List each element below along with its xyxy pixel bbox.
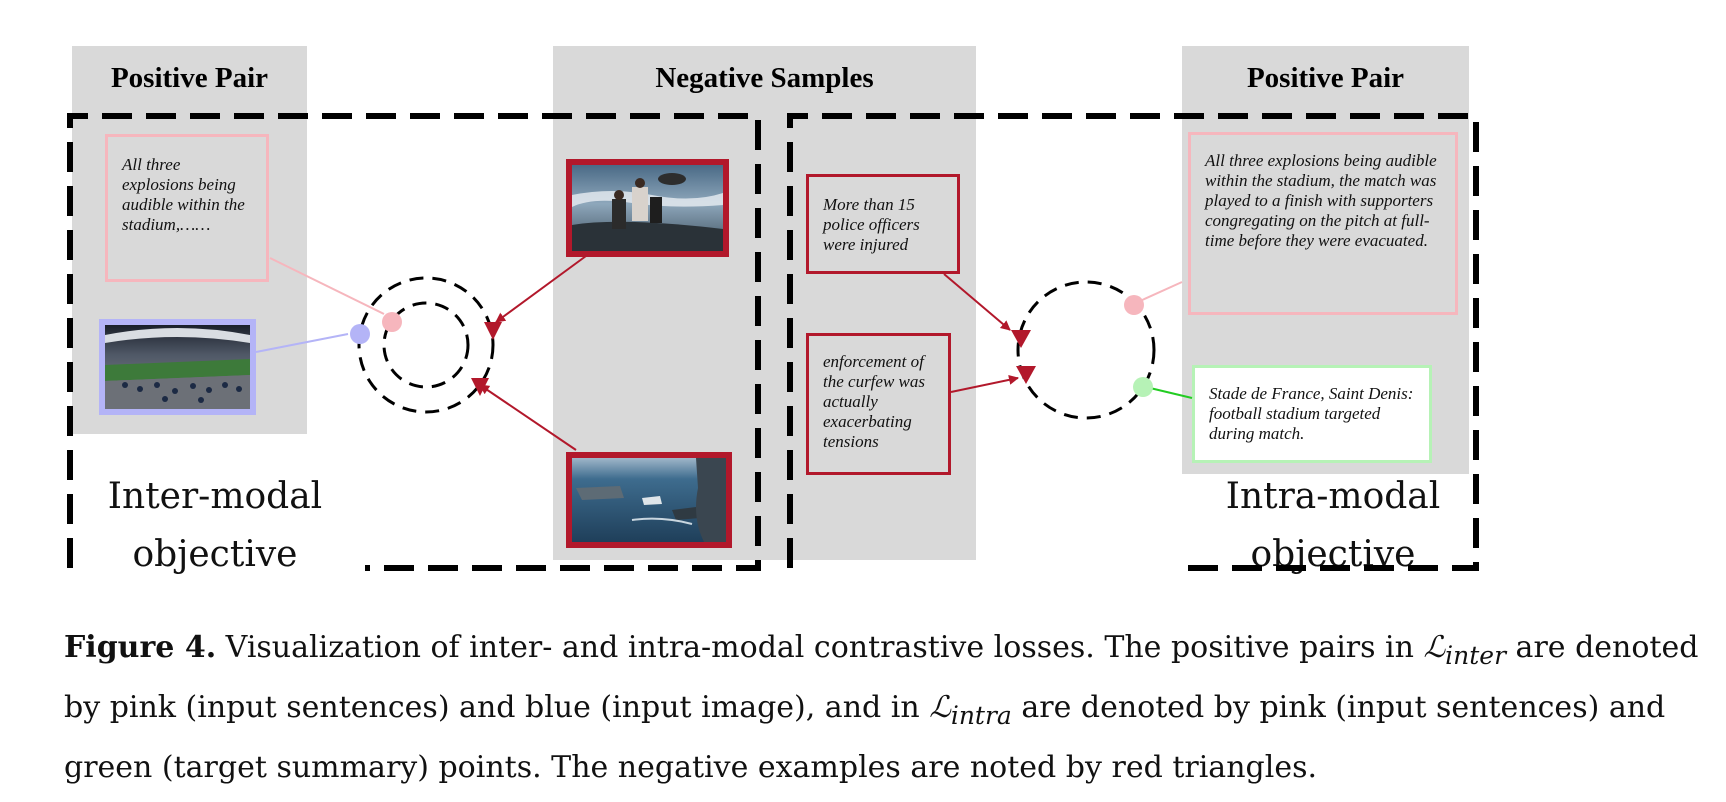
center-panel-title: Negative Samples: [655, 62, 874, 94]
negative-image-boats: [566, 452, 732, 548]
inter-inner-circle: [382, 301, 470, 389]
inter-modal-frame: [67, 113, 761, 571]
red-triangle-inter-1: [484, 322, 502, 340]
target-summary-box: Stade de France, Saint Denis: football s…: [1192, 365, 1432, 463]
figure-label: Figure 4.: [64, 630, 217, 665]
intra-modal-frame: [787, 113, 1479, 571]
math-l-intra: ℒintra: [929, 690, 1012, 730]
math-l-intra-sub: intra: [950, 701, 1012, 730]
negative-sentence-box-1: More than 15 police officers were injure…: [806, 174, 960, 274]
caption-text-1: Visualization of inter- and intra-modal …: [216, 630, 1424, 665]
input-image-stadium: [99, 319, 256, 415]
inter-modal-objective-label: Inter-modal objective: [107, 476, 323, 575]
caption-text-2: are denoted by pink (input sentences) an…: [64, 630, 1699, 725]
blue-point-inter: [350, 324, 370, 344]
red-triangle-inter-2: [471, 378, 489, 396]
red-triangle-intra-1: [1011, 330, 1031, 348]
green-point-intra: [1133, 377, 1153, 397]
pink-connector-left: [269, 257, 385, 315]
negative-sentence-box-2: enforcement of the curfew was actually e…: [806, 333, 951, 475]
right-input-sentence-box: All three explosions being audible withi…: [1188, 132, 1458, 315]
pink-point-intra: [1124, 295, 1144, 315]
math-l-inter-sub: inter: [1445, 641, 1507, 670]
negative-arrow-rescue: [495, 255, 587, 323]
sea-boats-photo: [572, 458, 726, 542]
intra-circle: [1016, 280, 1156, 420]
green-connector-right: [1149, 387, 1193, 399]
left-panel-title: Positive Pair: [110, 62, 269, 94]
negative-arrow-curfew: [950, 374, 1019, 393]
left-input-sentence-box: All three explosions being audible withi…: [105, 134, 269, 282]
pink-point-inter: [382, 312, 402, 332]
pink-connector-right: [1139, 281, 1183, 302]
rocky-shore-rescue-photo: [572, 165, 723, 251]
negative-arrow-police: [943, 273, 1011, 331]
intra-modal-objective-label: Intra-modal objective: [1225, 476, 1441, 575]
negative-image-rescue: [566, 159, 729, 257]
inter-outer-circle: [357, 276, 495, 414]
negative-arrow-boats: [479, 384, 577, 451]
math-l-inter: ℒinter: [1423, 630, 1507, 670]
right-panel-title: Positive Pair: [1246, 62, 1405, 94]
blue-connector-left: [255, 333, 349, 353]
stadium-crowd-photo: [105, 325, 250, 409]
caption-text-3: are denoted by pink (input sentences) an…: [64, 690, 1666, 785]
figure-caption: Figure 4. Visualization of inter- and in…: [64, 622, 1704, 794]
red-triangle-intra-2: [1016, 366, 1036, 384]
